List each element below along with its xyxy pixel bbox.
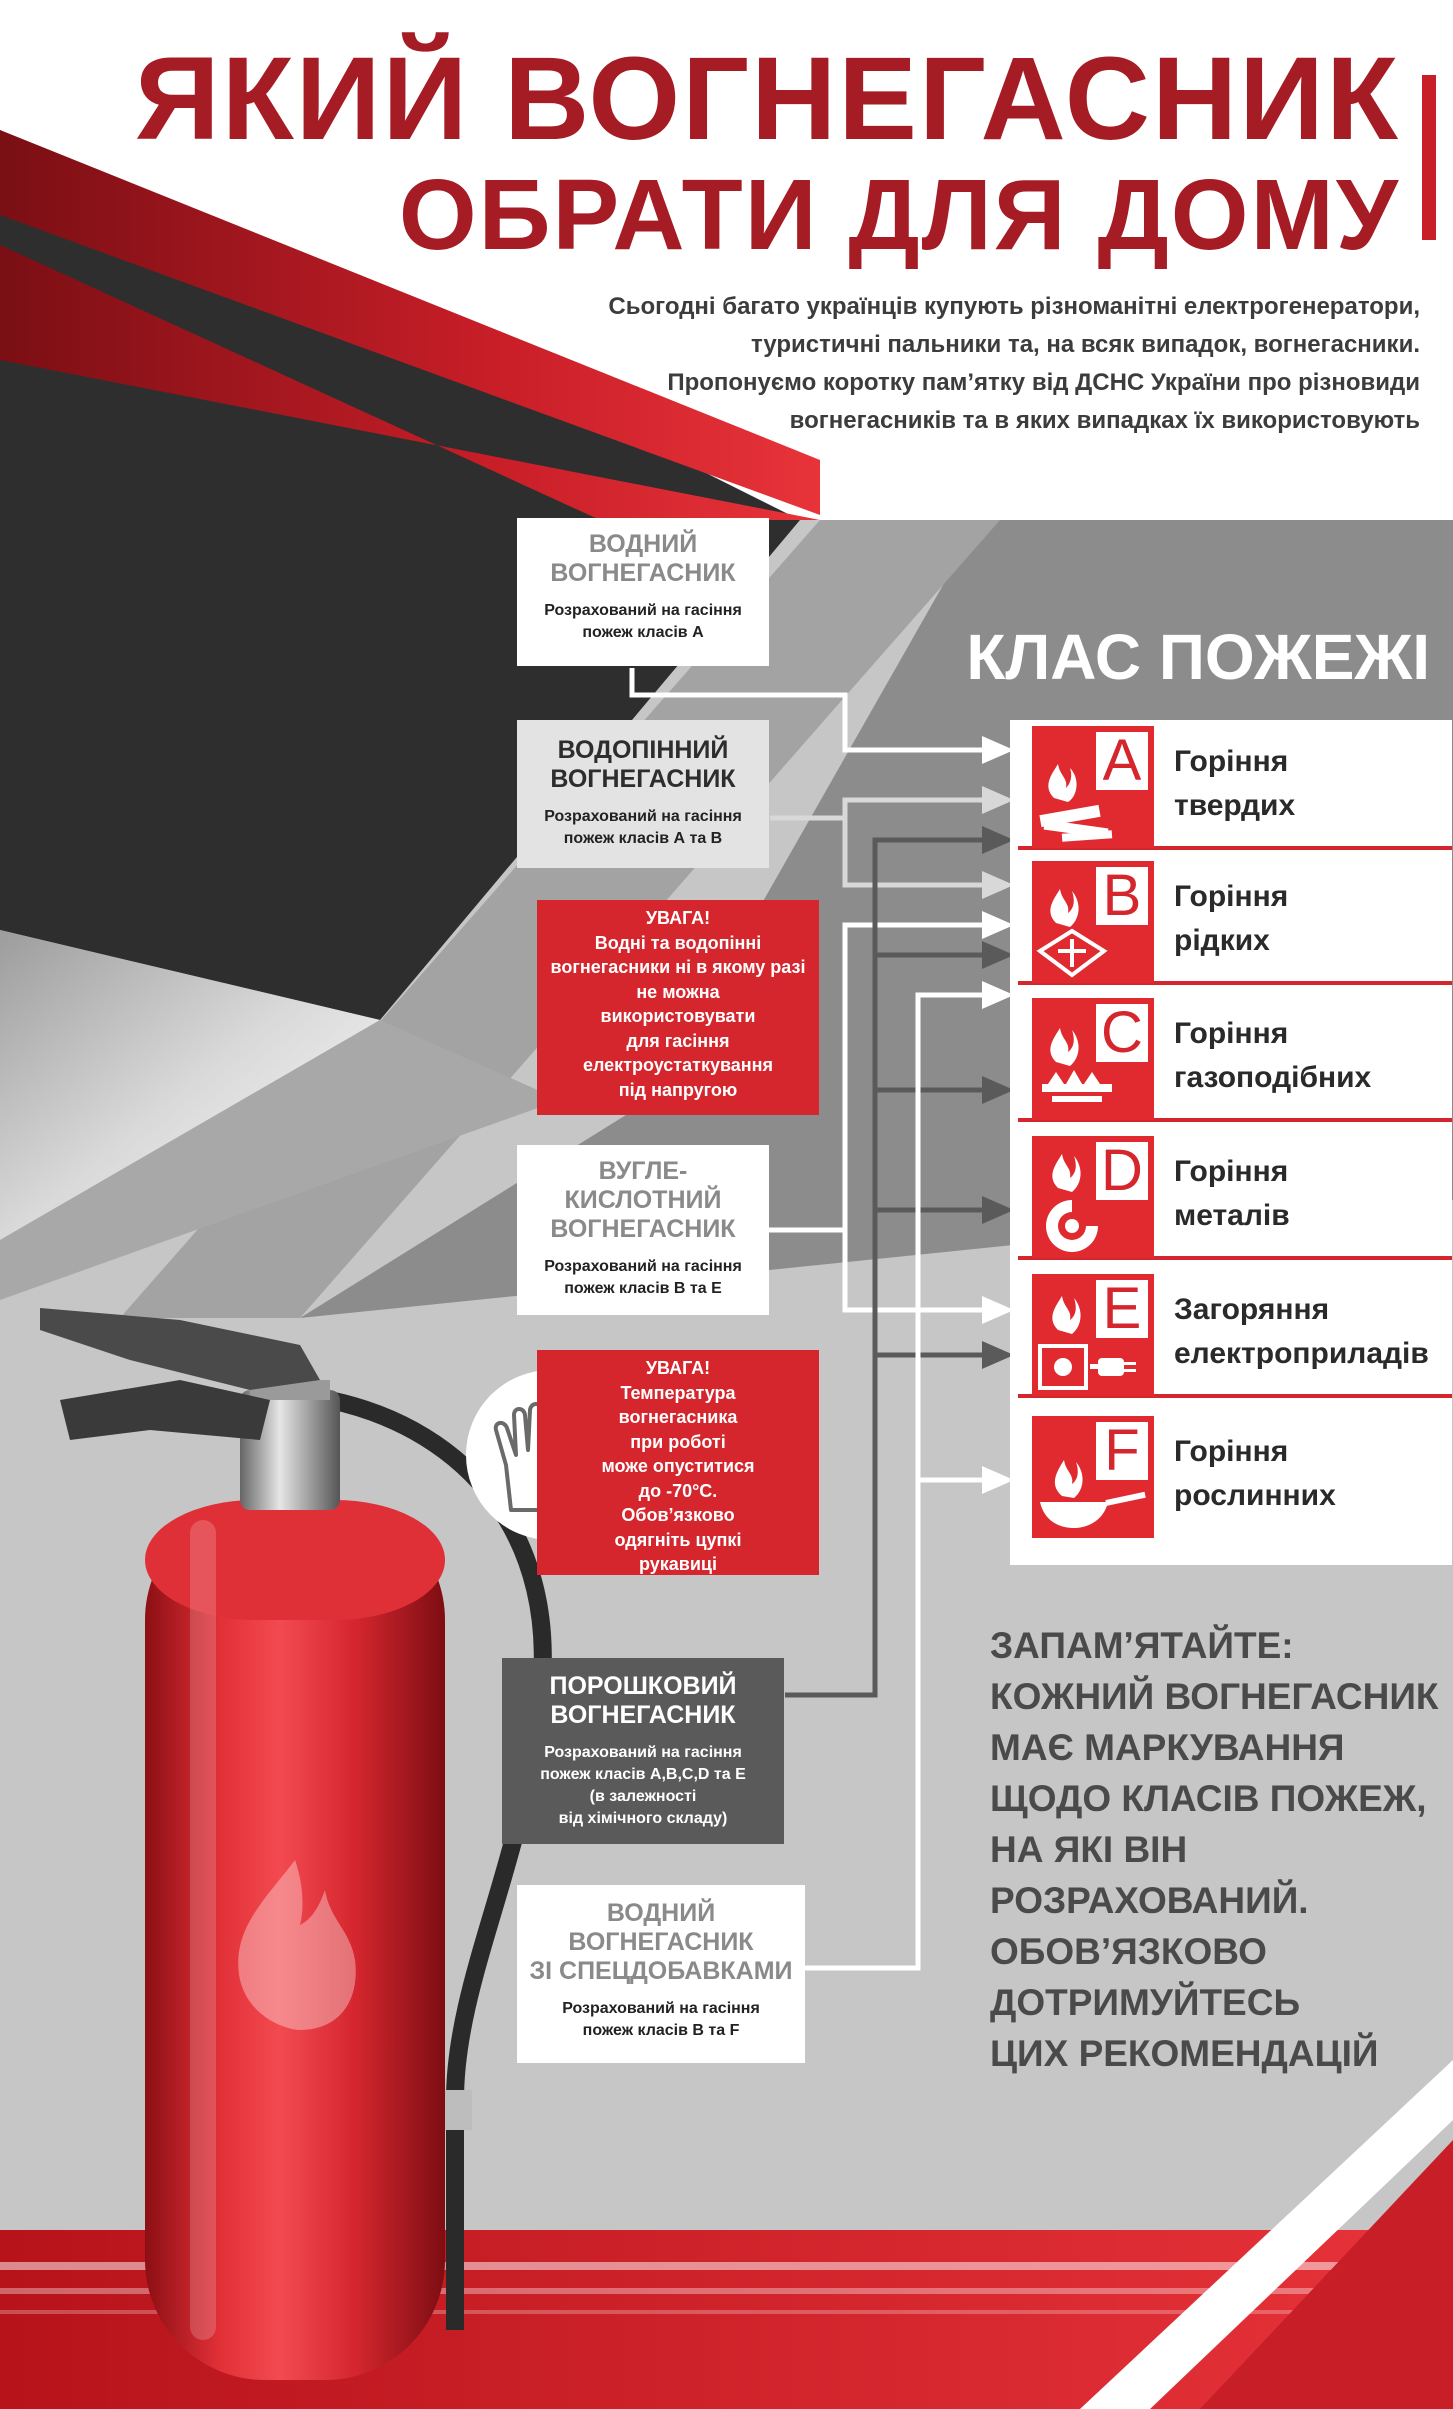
fire-class-heading: КЛАС ПОЖЕЖІ (966, 621, 1430, 693)
class-letter: D (1096, 1142, 1148, 1200)
class-label: Горіння металів (1174, 1155, 1290, 1232)
class-label: Горіння рослинних (1174, 1435, 1336, 1512)
intro-line: вогнегасників та в яких випадках їх вико… (789, 407, 1420, 434)
remember-line: НА ЯКІ ВІН (990, 1829, 1188, 1870)
extinguisher-description: Розрахований на гасіння пожеж класів В т… (544, 1258, 742, 1297)
extinguisher-name: ВОДНИЙ ВОГНЕГАСНИК (550, 530, 736, 587)
class-letter: A (1096, 732, 1148, 790)
electrical-fire-icon: E (1032, 1274, 1154, 1396)
intro-line: туристичні пальники та, на всяк випадок,… (751, 331, 1420, 358)
class-letter: B (1096, 867, 1148, 925)
intro-line: Сьогодні багато українців купують різном… (608, 293, 1420, 320)
fire-class-d: D Горіння металів (1018, 1130, 1452, 1260)
remember-line: ЗАПАМ’ЯТАЙТЕ: (990, 1625, 1294, 1666)
extinguisher-description: Розрахований на гасіння пожеж класів А т… (544, 808, 742, 847)
fire-class-c: C Горіння газоподібних (1018, 992, 1452, 1122)
intro-line: Пропонуємо коротку пам’ятку від ДСНС Укр… (667, 369, 1420, 396)
extinguisher-name: ВОДОПІННИЙ ВОГНЕГАСНИК (550, 736, 736, 793)
liquid-fire-icon: B (1032, 861, 1154, 983)
extinguisher-name: ПОРОШКОВИЙ ВОГНЕГАСНИК (549, 1672, 737, 1729)
extinguisher-box-co2: ВУГЛЕ- КИСЛОТНИЙ ВОГНЕГАСНИК Розраховани… (517, 1145, 769, 1315)
extinguisher-name: ВОДНИЙ ВОГНЕГАСНИК ЗІ СПЕЦДОБАВКАМИ (529, 1899, 793, 1985)
warning-temperature: УВАГА! Температура вогнегасника при робо… (537, 1350, 819, 1575)
extinguisher-description: Розрахований на гасіння пожеж класів А,В… (540, 1744, 746, 1827)
page-title: ЯКИЙ ВОГНЕГАСНИК (134, 33, 1400, 165)
remember-line: ЦИХ РЕКОМЕНДАЦІЙ (990, 2033, 1379, 2074)
extinguisher-description: Розрахований на гасіння пожеж класів А (544, 602, 742, 641)
extinguisher-box-foam: ВОДОПІННИЙ ВОГНЕГАСНИК Розрахований на г… (517, 720, 769, 868)
extinguisher-box-water: ВОДНИЙ ВОГНЕГАСНИК Розрахований на гасін… (517, 518, 769, 666)
class-letter: F (1096, 1422, 1148, 1480)
class-letter: E (1096, 1280, 1148, 1338)
fire-class-f: F Горіння рослинних (1018, 1410, 1452, 1538)
remember-line: МАЄ МАРКУВАННЯ (990, 1727, 1345, 1768)
extinguisher-illustration (40, 1308, 552, 2380)
solid-fire-icon: A (1032, 726, 1154, 848)
fire-class-b: B Горіння рідких (1018, 855, 1452, 985)
title-accent-bar (1422, 75, 1436, 240)
remember-note: ЗАПАМ’ЯТАЙТЕ: КОЖНИЙ ВОГНЕГАСНИК МАЄ МАР… (990, 1620, 1439, 2079)
cooking-oil-fire-icon: F (1032, 1416, 1154, 1538)
remember-line: ЩОДО КЛАСІВ ПОЖЕЖ, (990, 1778, 1427, 1819)
fire-class-e: E Загоряння електроприладів (1018, 1268, 1452, 1398)
class-label: Загоряння електроприладів (1174, 1293, 1429, 1370)
extinguisher-box-powder: ПОРОШКОВИЙ ВОГНЕГАСНИК Розрахований на г… (502, 1658, 784, 1844)
class-label: Горіння газоподібних (1174, 1017, 1372, 1094)
intro-text: Сьогодні багато українців купують різном… (480, 288, 1420, 440)
remember-line: КОЖНИЙ ВОГНЕГАСНИК (990, 1676, 1439, 1717)
fire-class-a: A Горіння твердих (1018, 720, 1452, 850)
remember-line: ОБОВ’ЯЗКОВО (990, 1931, 1267, 1972)
class-label: Горіння твердих (1174, 745, 1296, 822)
gas-fire-icon: C (1032, 998, 1154, 1120)
metal-fire-icon: D (1032, 1136, 1154, 1258)
class-label: Горіння рідких (1174, 880, 1289, 957)
extinguisher-description: Розрахований на гасіння пожеж класів В т… (562, 2000, 760, 2039)
extinguisher-name: ВУГЛЕ- КИСЛОТНИЙ ВОГНЕГАСНИК (550, 1157, 736, 1243)
page-subtitle: ОБРАТИ ДЛЯ ДОМУ (398, 159, 1400, 271)
extinguisher-box-additives: ВОДНИЙ ВОГНЕГАСНИК ЗІ СПЕЦДОБАВКАМИ Розр… (517, 1885, 805, 2063)
remember-line: ДОТРИМУЙТЕСЬ (990, 1982, 1301, 2023)
fire-class-list: A Горіння твердих B Горіння рідких C (1010, 720, 1452, 1565)
class-letter: C (1096, 1004, 1148, 1062)
remember-line: РОЗРАХОВАНИЙ. (990, 1880, 1309, 1921)
warning-electrical: УВАГА! Водні та водопінні вогнегасники н… (537, 900, 819, 1115)
